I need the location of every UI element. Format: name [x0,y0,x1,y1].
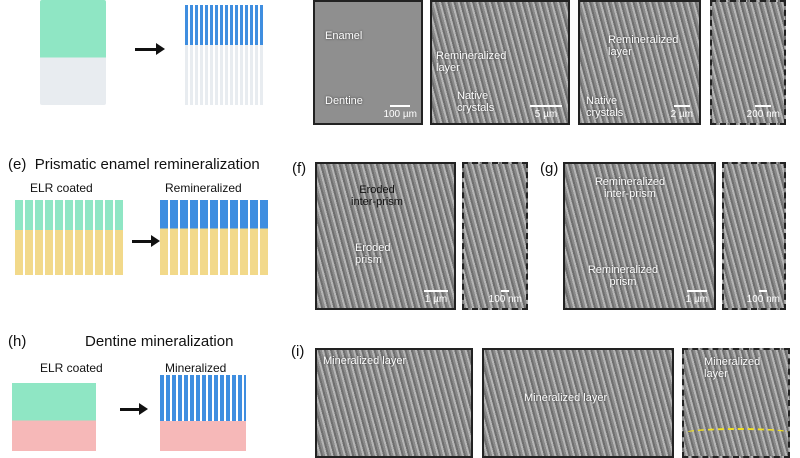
elr-coated-label: ELR coated [40,361,103,375]
panel-h-label: (h) [8,333,27,350]
sem-image-enamel-dentine: Enamel Dentine 100 µm [313,0,423,125]
remineralized-label: Remineralized [165,181,242,195]
dentine-mineralized-illustration [160,375,246,451]
prismatic-remineralized-illustration [160,200,270,275]
sem-image-remineralized-closeup: 100 nm [722,162,786,310]
sem-image-remineralized-enamel: Remineralized inter-prism Remineralized … [563,162,716,310]
prismatic-elr-illustration [15,200,125,275]
scale-bar: 200 nm [747,105,780,120]
panel-g-label: (g) [540,160,559,177]
scale-bar: 100 µm [383,105,417,120]
sem-image-crystals-closeup: 200 nm [710,0,786,125]
enamel-label: Enamel [325,30,363,42]
panel-e-title: (e) Prismatic enamel remineralization [8,156,260,173]
remineralized-layer-label: Remineralized layer [608,34,679,58]
eroded-inter-prism-label: Eroded inter-prism [351,184,403,208]
dentine-elr-illustration [12,383,96,451]
mineralized-label: Mineralized [165,361,227,375]
arrow-icon [120,403,148,415]
scale-bar: 5 µm [530,105,562,120]
mineralized-layer-label: Mineralized layer [323,355,407,367]
scale-bar: 2 µm [671,105,693,120]
elr-coated-rods-illustration [40,0,106,105]
remineralized-prism-label: Remineralized prism [587,264,659,288]
panel-h-title: Dentine mineralization [85,333,234,350]
arrow-icon [132,235,160,247]
remineralized-layer-label: Remineralized layer [436,50,507,74]
sem-image-eroded-enamel: Eroded inter-prism Eroded prism 1 µm [315,162,456,310]
boundary-line [684,428,788,438]
elr-coated-label: ELR coated [30,181,93,195]
sem-image-mineralized-closeup: Mineralized layer [682,348,790,458]
sem-image-mineralized-layer: Mineralized layer [482,348,674,458]
remineralized-inter-prism-label: Remineralized inter-prism [594,176,666,200]
sem-image-remineralized-layer: Remineralized layer Native crystals 5 µm [430,0,570,125]
arrow-icon [135,43,165,55]
scale-bar: 100 nm [747,290,780,305]
panel-f-label: (f) [292,160,307,177]
panel-i-label: (i) [291,343,305,360]
dentine-label: Dentine [325,95,363,107]
native-crystals-label: Native crystals [457,90,495,114]
scale-bar: 1 µm [686,290,708,305]
scale-bar: 100 nm [489,290,522,305]
sem-image-eroded-closeup: 100 nm [462,162,528,310]
scale-bar: 1 µm [424,290,448,305]
sem-image-mineralized-dentine: Mineralized layer [315,348,473,458]
mineralized-layer-label: Mineralized layer [524,392,608,404]
native-crystals-label: Native crystals [586,95,624,119]
eroded-prism-label: Eroded prism [355,242,391,266]
remineralized-rods-illustration [185,5,265,105]
sem-image-remineralized-layer-2: Remineralized layer Native crystals 2 µm [578,0,701,125]
mineralized-layer-label: Mineralized layer [704,356,761,380]
